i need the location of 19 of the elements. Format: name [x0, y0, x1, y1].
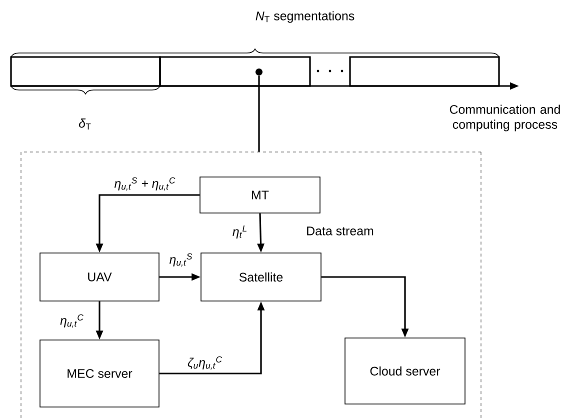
dashed-frame — [20, 152, 482, 418]
label: Data stream — [307, 226, 374, 236]
process-box: MEC server — [40, 340, 160, 408]
edge-label: ζ$_{u}$η$_{u,t}$C — [186, 355, 224, 371]
process-box: Satellite — [200, 252, 322, 302]
process-box: UAV — [40, 252, 160, 302]
edge-label: η$_{u,t}$$^{S}$ + η$_{u,t}$C — [113, 176, 177, 192]
edge-label: η$_{u,t}$C — [59, 313, 85, 329]
dot — [256, 68, 262, 76]
edge-label: η$_{u,t}$S — [168, 252, 194, 268]
segment-box — [10, 56, 161, 87]
process-box: Cloud server — [344, 338, 466, 404]
process-box: MT — [200, 176, 320, 214]
segment-box — [159, 56, 311, 87]
label: N$_{T}$ segmentations — [256, 11, 354, 23]
segment-box — [349, 56, 500, 87]
label: Communication and computing process — [450, 104, 560, 132]
edge-label: η$_{t}$L — [231, 224, 249, 240]
label: δ$_{T}$ — [78, 118, 91, 130]
